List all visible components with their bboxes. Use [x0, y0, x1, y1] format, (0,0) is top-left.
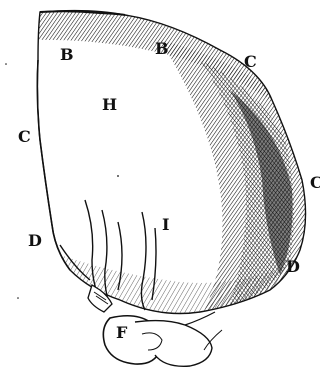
ink-dot [5, 63, 7, 65]
label-c-left: C [18, 127, 31, 146]
label-i: I [162, 215, 169, 234]
label-b: B [60, 45, 74, 64]
label-d-right: D [286, 257, 300, 276]
label-b-second: B [155, 39, 169, 58]
label-f: F [116, 323, 128, 342]
label-c-right: C [244, 52, 257, 71]
label-h: H [102, 95, 117, 114]
ink-dot [17, 297, 19, 299]
label-c-far-right: C [310, 173, 320, 192]
ink-dot [117, 175, 119, 177]
label-d-left: D [28, 231, 42, 250]
